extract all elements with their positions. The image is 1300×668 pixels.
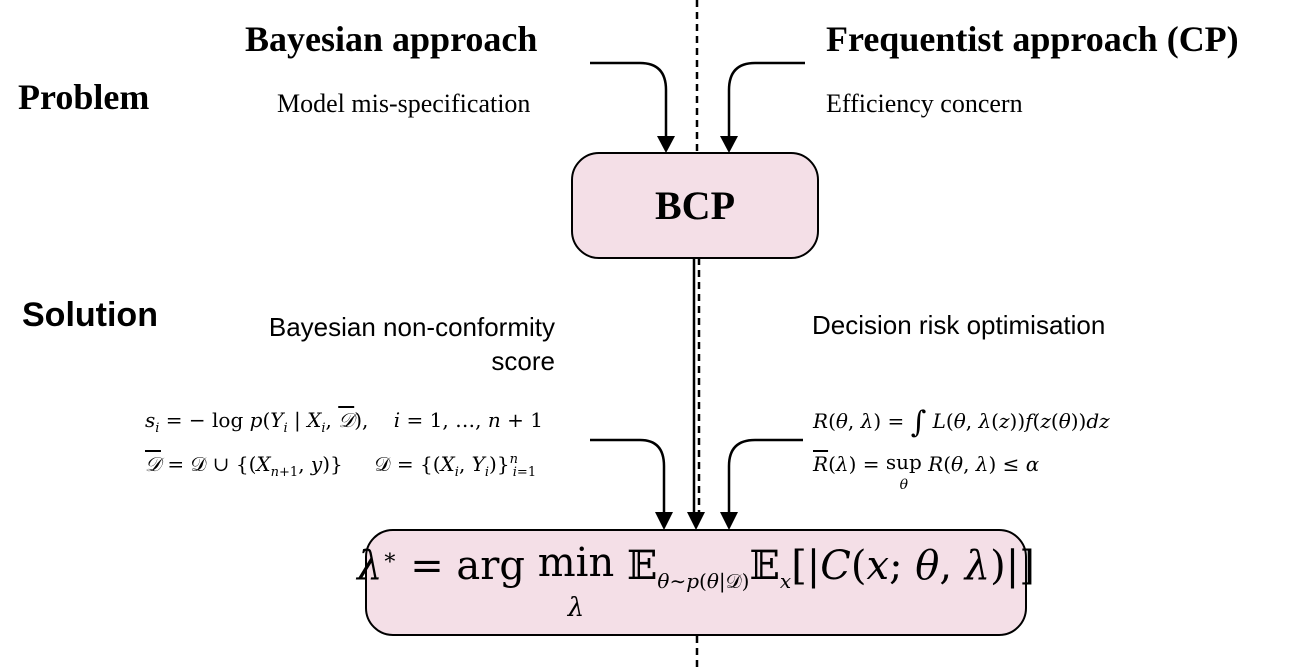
problem-bayesian-text: Model mis-specification: [277, 89, 531, 118]
bcp-label: BCP: [655, 183, 735, 228]
arrow-bayesian-to-bcp: [590, 61, 668, 138]
solution-bayesian-text: Bayesian non-conformity score: [250, 310, 555, 378]
equation-score: si = − log p(Yi | Xi, 𝒟), i = 1, …, n + …: [145, 408, 543, 436]
solution-bayesian-line2: score: [491, 346, 555, 376]
frequentist-heading: Frequentist approach (CP): [826, 19, 1239, 59]
arrow-frequentist-to-bcp: [727, 61, 805, 138]
problem-frequentist-text: Efficiency concern: [826, 89, 1023, 118]
problem-row-label: Problem: [18, 77, 150, 117]
solution-row-label: Solution: [22, 296, 158, 334]
center-arrowhead: [687, 512, 705, 530]
arrowhead-risk-to-objective: [720, 512, 738, 530]
arrowhead-bayesian-to-bcp: [657, 136, 675, 153]
arrowhead-score-to-objective: [655, 512, 673, 530]
equation-risk: R(θ, λ) = ∫ L(θ, λ(z))f(z(θ))dz: [813, 405, 1110, 440]
solution-frequentist-text: Decision risk optimisation: [812, 310, 1106, 340]
bayesian-heading: Bayesian approach: [245, 19, 538, 59]
equation-augmented-data: 𝒟 = 𝒟 ∪ {(Xn+1, y)} 𝒟 = {(Xi, Yi)}ni=1: [145, 452, 537, 480]
arrowhead-frequentist-to-bcp: [720, 136, 738, 153]
arrow-score-to-objective: [590, 438, 666, 514]
arrow-risk-to-objective: [727, 438, 803, 514]
bcp-box: BCP: [571, 152, 819, 259]
solution-bayesian-line1: Bayesian non-conformity: [268, 312, 555, 342]
